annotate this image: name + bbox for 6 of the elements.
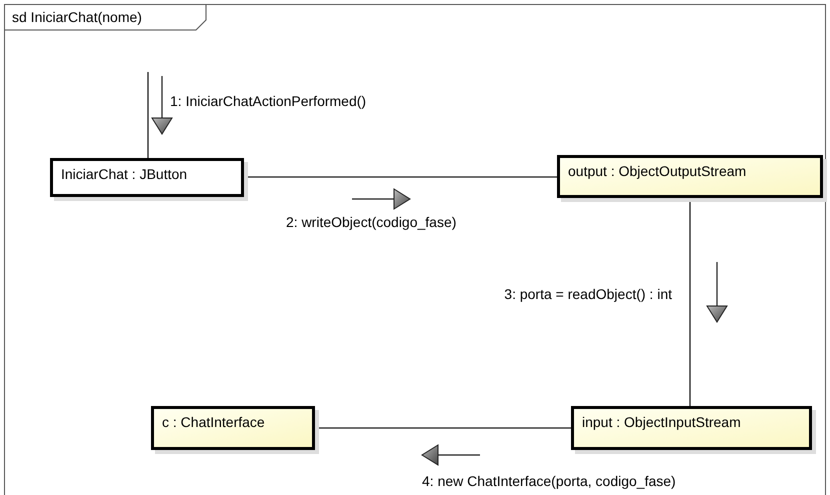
- link-line: [147, 72, 149, 158]
- object-name: input : ObjectInputStream: [582, 413, 741, 432]
- object-name: c : ChatInterface: [162, 413, 265, 432]
- object-name: output : ObjectOutputStream: [568, 162, 746, 181]
- frame-title: sd IniciarChat(nome): [12, 8, 142, 27]
- object-name: IniciarChat : JButton: [61, 165, 188, 184]
